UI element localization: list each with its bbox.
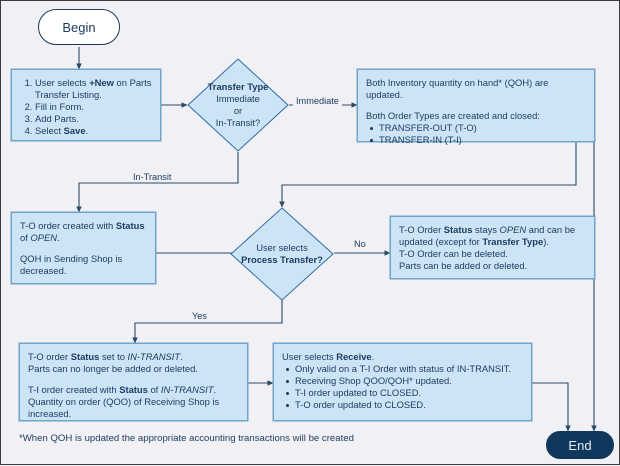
receive-box: User selects Receive. Only valid on a T-… [273, 343, 532, 421]
list-item: Fill in Form. [35, 101, 152, 113]
process-transfer-line2: Process Transfer? [241, 254, 323, 265]
yes-branch-box: T-O order Status set to IN-TRANSIT. Part… [19, 343, 248, 421]
no-line1: T-O Order Status stays OPEN and can be u… [399, 224, 576, 247]
diamond-shape [230, 207, 334, 301]
process-transfer-label: User selects Process Transfer? [241, 242, 323, 266]
begin-label: Begin [62, 19, 96, 35]
begin-terminator: Begin [38, 9, 120, 45]
no-branch-box: T-O Order Status stays OPEN and can be u… [390, 216, 595, 279]
list-item: T-O order updated to CLOSED. [286, 399, 523, 411]
yes-p2: Parts can no longer be added or deleted. [28, 363, 198, 374]
receive-header: User selects Receive. [282, 351, 375, 362]
list-item: Only valid on a T-I Order with status of… [286, 363, 523, 375]
immediate-bullets: TRANSFER-OUT (T-O) TRANSFER-IN (T-I) [366, 122, 586, 146]
spacer [28, 375, 239, 384]
list-item: Select Save. [35, 125, 152, 137]
receive-bullets: Only valid on a T-I Order with status of… [282, 363, 523, 411]
to-created-para1: T-O order created with Status of OPEN. [20, 220, 145, 243]
list-item: TRANSFER-IN (T-I) [370, 134, 586, 146]
edge-immediate-loopback [279, 142, 577, 208]
edge-label-in-transit: In-Transit [130, 172, 175, 182]
list-item: T-I order updated to CLOSED. [286, 387, 523, 399]
footnote: *When QOH is updated the appropriate acc… [19, 433, 354, 444]
end-label: End [568, 437, 592, 453]
edge-label-yes: Yes [189, 311, 210, 321]
no-line2: T-O Order can be deleted. [399, 248, 508, 259]
list-item: Receiving Shop QOO/QOH* updated. [286, 375, 523, 387]
end-terminator: End [546, 431, 614, 459]
transfer-type-line1: Immediate [216, 93, 260, 104]
spacer [366, 101, 586, 110]
yes-p1: T-O order Status set to IN-TRANSIT. [28, 351, 183, 362]
immediate-para2: Both Order Types are created and closed: [366, 110, 540, 121]
edge-in-transit [76, 152, 239, 213]
immediate-result-box: Both Inventory quantity on hand* (QOH) a… [357, 69, 595, 145]
edge-label-immediate: Immediate [293, 96, 342, 106]
yes-p4: Quantity on order (QOO) of Receiving Sho… [28, 396, 220, 419]
spacer [20, 244, 147, 253]
to-created-para2: QOH in Sending Shop is decreased. [20, 253, 123, 276]
list-item: Add Parts. [35, 113, 152, 125]
start-steps-list: User selects +New on Parts Transfer List… [20, 77, 152, 137]
transfer-type-line2: or [233, 105, 243, 116]
edge-label-no: No [351, 239, 369, 249]
edge-receive-to-end [532, 382, 571, 432]
to-order-created-box: T-O order created with Status of OPEN. Q… [11, 212, 156, 284]
transfer-type-title-line1: Transfer Type [207, 81, 269, 92]
immediate-para1: Both Inventory quantity on hand* (QOH) a… [366, 77, 549, 100]
process-transfer-decision: User selects Process Transfer? [230, 207, 334, 301]
edge-yes [132, 300, 283, 344]
no-line3: Parts can be added or deleted. [399, 260, 528, 271]
list-item: TRANSFER-OUT (T-O) [370, 122, 586, 134]
transfer-type-line3: In-Transit? [215, 117, 261, 128]
transfer-type-label: Transfer Type Immediate or In-Transit? [208, 81, 269, 129]
transfer-type-decision: Transfer Type Immediate or In-Transit? [187, 58, 289, 152]
process-transfer-line1: User selects [256, 242, 308, 253]
diamond-shape [187, 58, 289, 152]
start-steps-box: User selects +New on Parts Transfer List… [11, 69, 161, 141]
yes-p3: T-I order created with Status of IN-TRAN… [28, 384, 217, 395]
list-item: User selects +New on Parts Transfer List… [35, 77, 152, 101]
